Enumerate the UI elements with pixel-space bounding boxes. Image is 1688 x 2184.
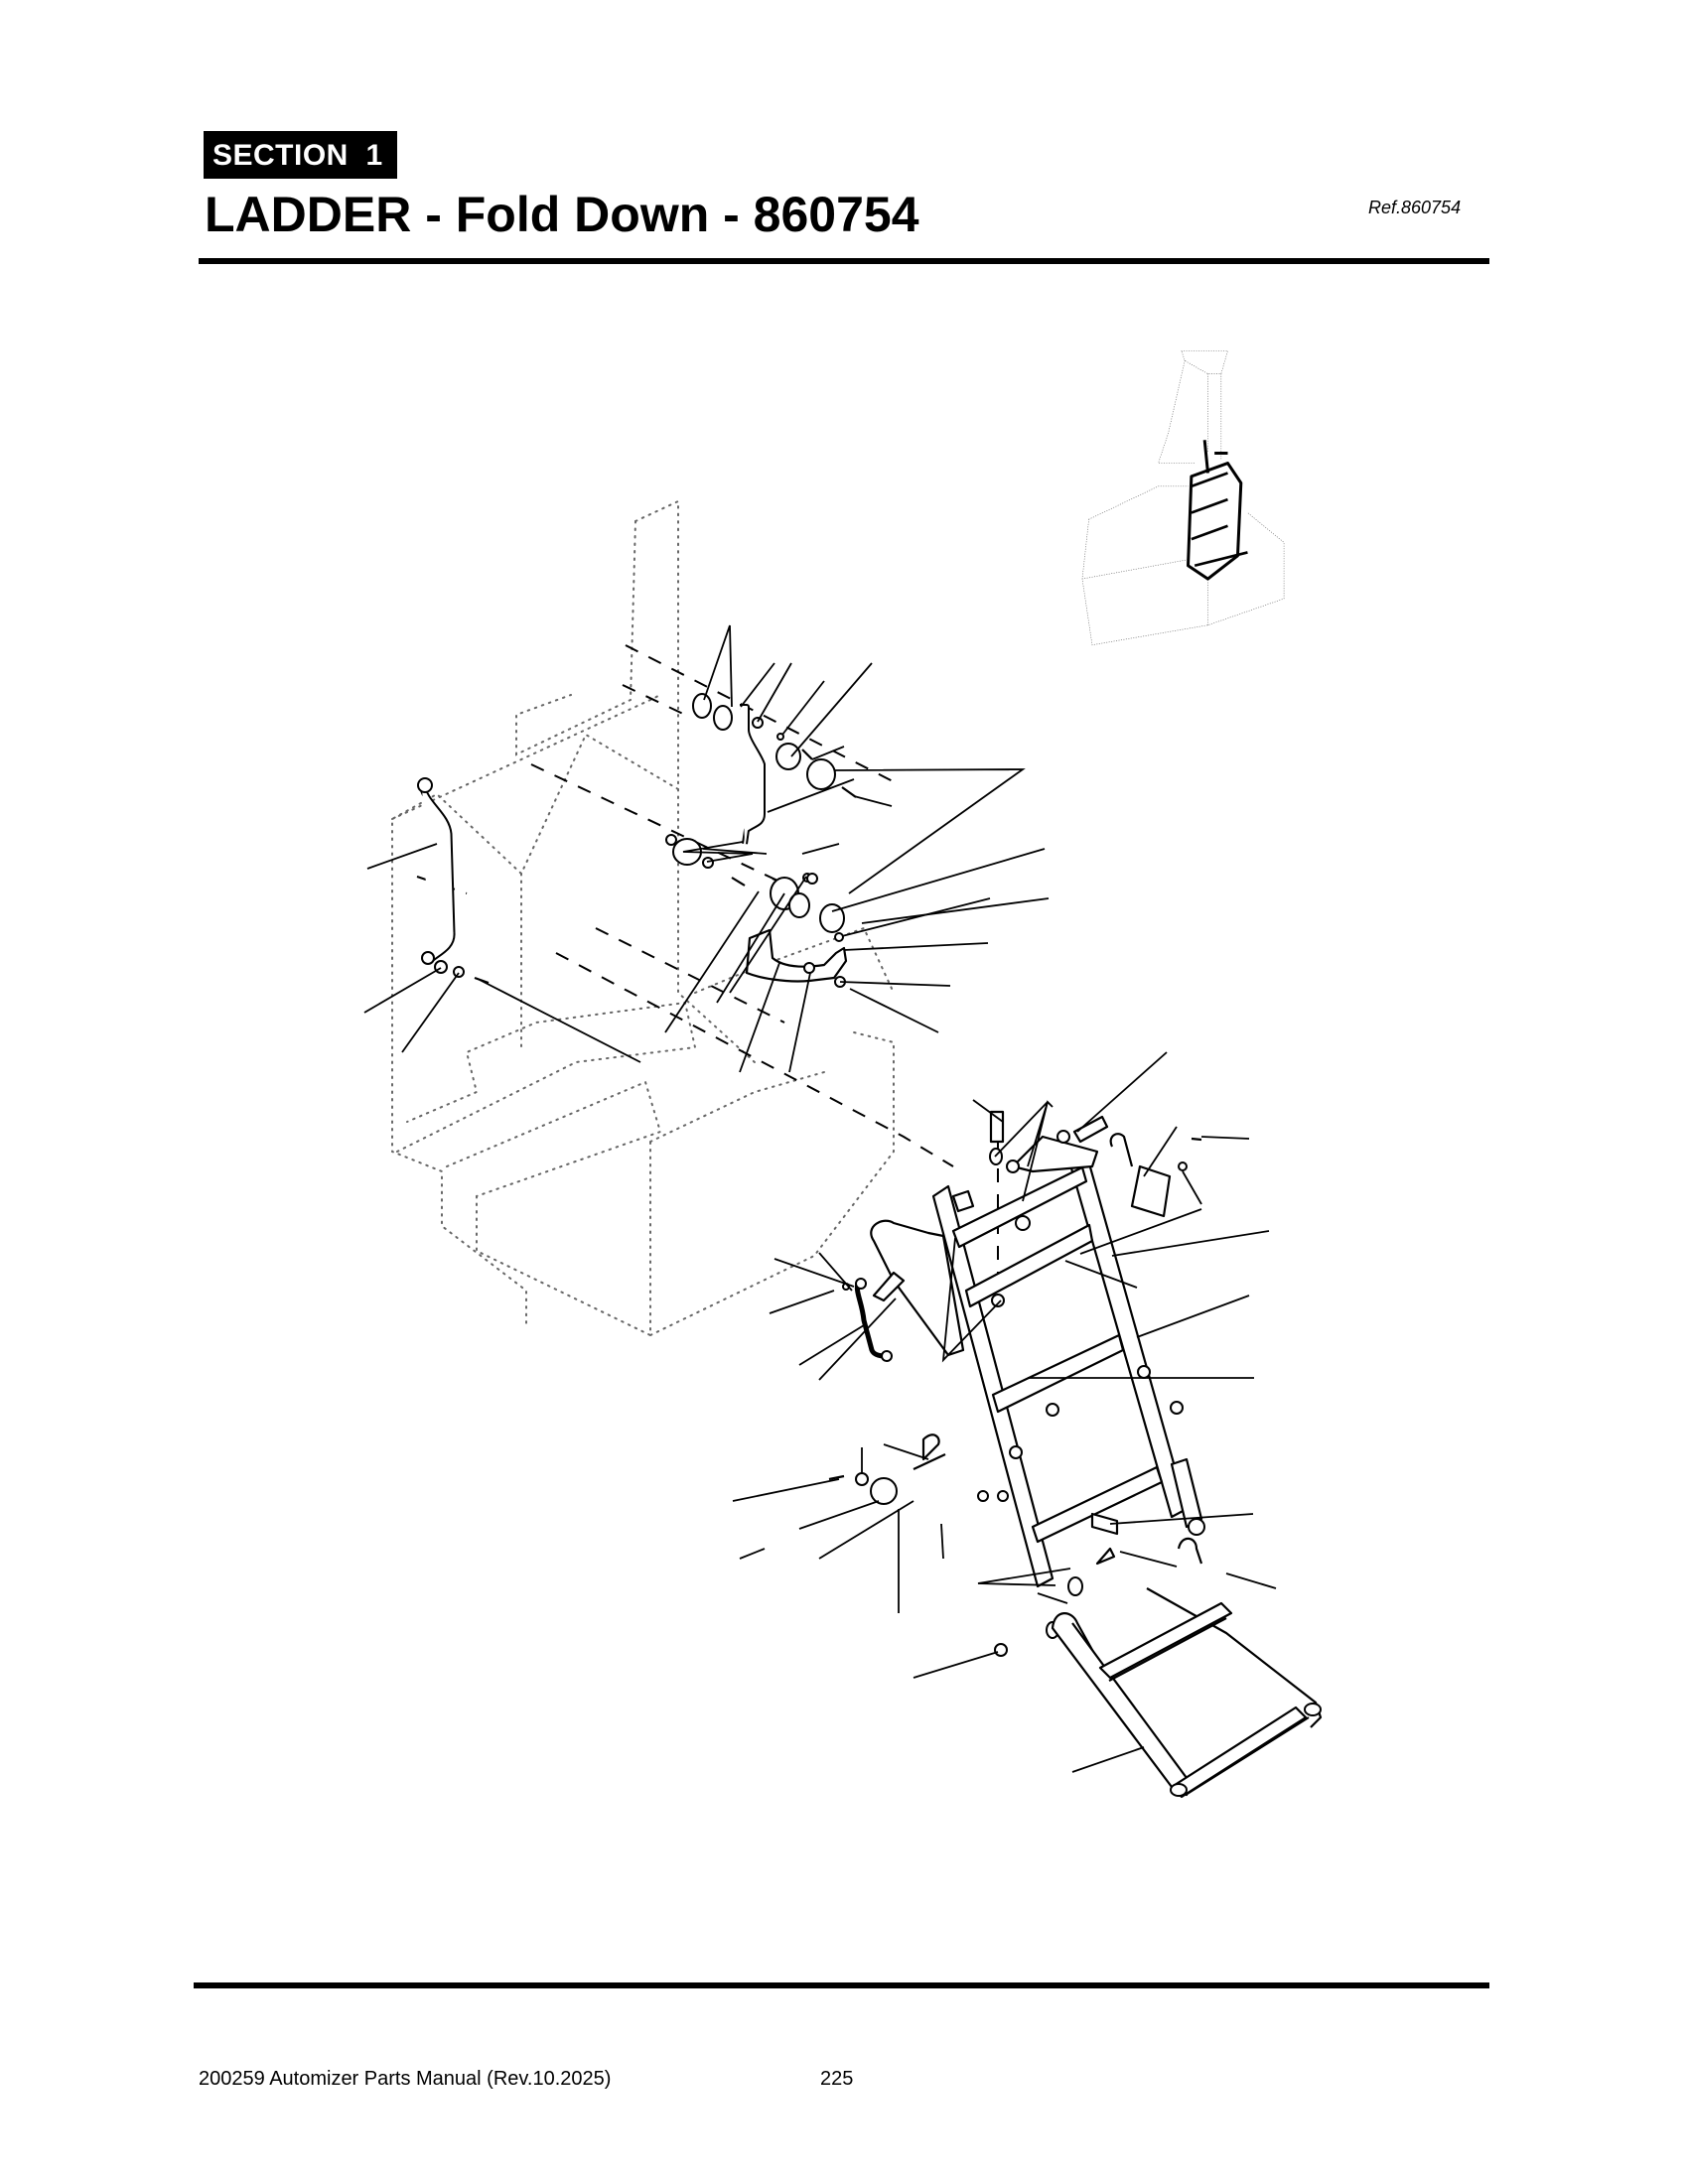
page-title: LADDER - Fold Down - 860754	[205, 187, 919, 242]
lower-hardware	[828, 1433, 1203, 1657]
footer-document-title: 200259 Automizer Parts Manual (Rev.10.20…	[199, 2068, 612, 2090]
page-number: 225	[820, 2068, 854, 2090]
ghost-cab-outline	[391, 499, 895, 1337]
header-divider	[199, 258, 1489, 264]
footer-divider	[194, 1982, 1489, 1988]
upper-mount-bracket	[665, 693, 857, 887]
left-grab-handle	[417, 777, 490, 985]
fold-down-step	[1051, 1587, 1323, 1799]
fold-down-ladder	[870, 1110, 1205, 1588]
side-grab-handle	[842, 1271, 1005, 1362]
section-label: SECTION 1	[204, 131, 397, 179]
location-inset-image	[1081, 349, 1285, 646]
assembly-axes	[416, 644, 999, 1291]
callout-leaders	[363, 624, 1277, 1773]
reference-number: Ref.860754	[1368, 198, 1462, 217]
